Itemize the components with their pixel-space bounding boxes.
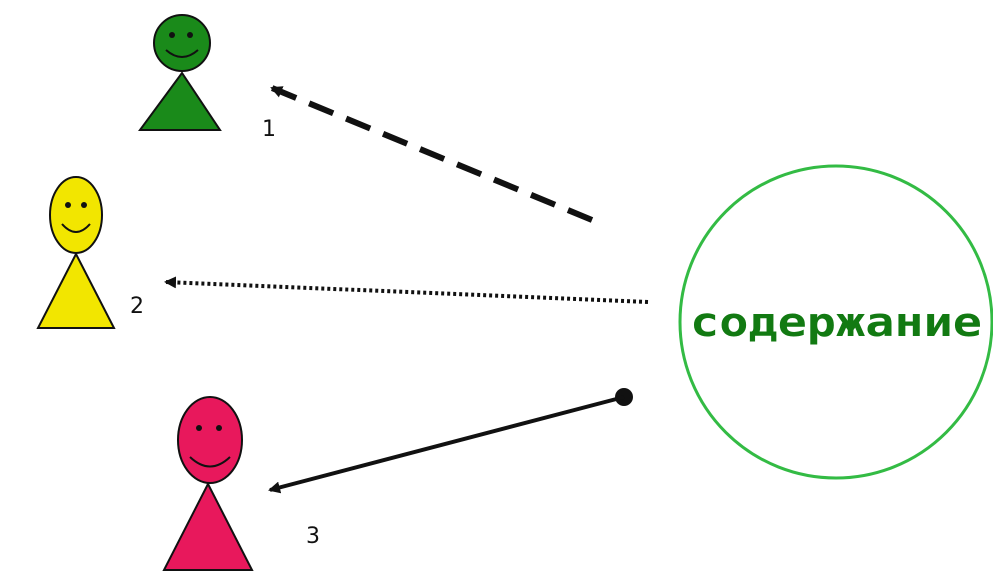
person-1-green — [138, 14, 222, 131]
person-2-smile — [61, 223, 91, 233]
person-3-eye-right — [216, 425, 222, 431]
arrow-1-dashed — [270, 85, 594, 223]
person-3-eye-left — [196, 425, 202, 431]
person-2-eye-left — [65, 202, 71, 208]
person-1-eye-left — [169, 32, 175, 38]
arrow-2-dotted — [164, 276, 649, 304]
person-2-eye-right — [81, 202, 87, 208]
person-3-head — [177, 396, 243, 484]
person-3-body — [162, 481, 254, 571]
arrow-3-label: 3 — [306, 524, 320, 549]
content-circle — [678, 164, 993, 480]
person-2-body — [36, 251, 116, 329]
person-2-yellow — [36, 176, 116, 329]
arrow-1-label: 1 — [262, 117, 276, 142]
person-1-body — [138, 71, 222, 131]
arrow-3-solid — [268, 395, 625, 494]
arrow-2-label: 2 — [130, 294, 144, 319]
person-1-smile — [165, 49, 199, 58]
person-1-eye-right — [187, 32, 193, 38]
person-3-pink — [162, 396, 254, 571]
content-circle-label: содержание — [690, 300, 982, 346]
person-2-head — [49, 176, 103, 254]
person-3-smile — [189, 456, 231, 468]
person-1-head — [153, 14, 211, 72]
